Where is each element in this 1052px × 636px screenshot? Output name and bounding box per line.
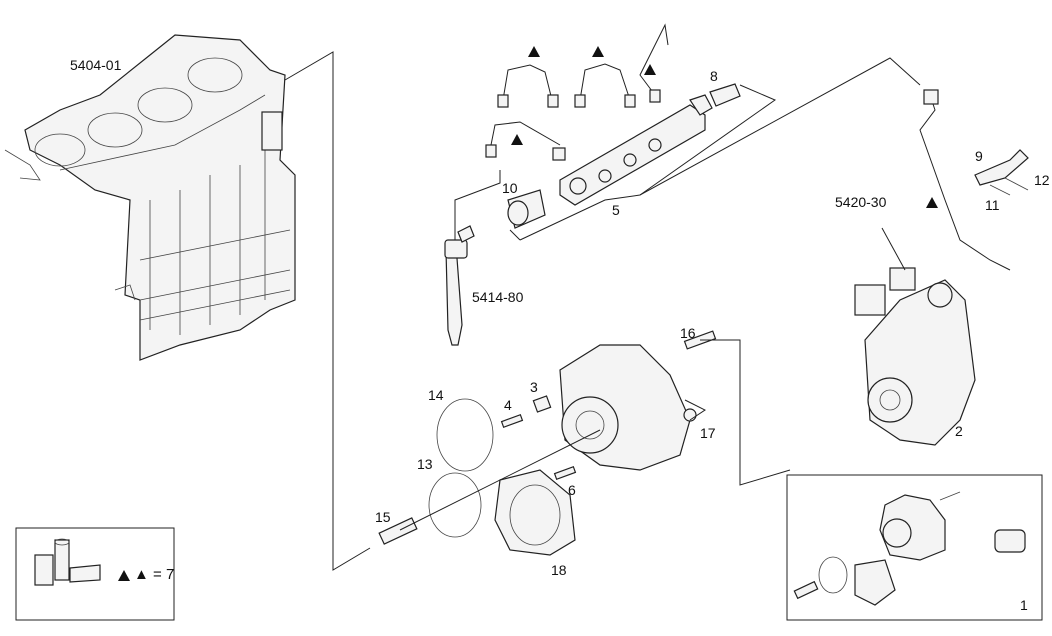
fuel-rail — [507, 57, 921, 241]
callout-2: 2 — [955, 423, 963, 439]
legend-box — [15, 527, 175, 621]
callout-5: 5 — [612, 202, 620, 218]
callout-14: 14 — [428, 387, 444, 403]
callout-injector: 5414-80 — [472, 289, 524, 305]
callout-9: 9 — [975, 148, 983, 164]
callout-4: 4 — [504, 397, 512, 413]
callout-17: 17 — [700, 425, 716, 441]
legend-value: ▲ = 7 — [134, 566, 175, 583]
warning-triangle-icon — [118, 46, 938, 581]
callout-3: 3 — [530, 379, 538, 395]
inset-pump — [793, 491, 1026, 606]
pump-center — [378, 330, 791, 556]
injector — [444, 170, 501, 346]
callout-12: 12 — [1034, 172, 1050, 188]
callout-18: 18 — [551, 562, 567, 578]
callout-13: 13 — [417, 456, 433, 472]
callout-16: 16 — [680, 325, 696, 341]
callout-block: 5404-01 — [70, 57, 122, 73]
sealant-tube-icon — [34, 538, 101, 586]
callout-8: 8 — [710, 68, 718, 84]
callout-11: 11 — [985, 197, 1000, 213]
callout-6: 6 — [568, 482, 576, 498]
hp-pipes — [485, 23, 1011, 271]
engine-block — [4, 34, 296, 361]
inset-box — [786, 474, 1043, 621]
high-pressure-pump — [854, 227, 976, 446]
pump-bracket — [974, 149, 1029, 196]
callout-10: 10 — [502, 180, 518, 196]
callout-15: 15 — [375, 509, 391, 525]
callout-pump-group: 5420-30 — [835, 194, 887, 210]
callout-1: 1 — [1020, 597, 1028, 613]
